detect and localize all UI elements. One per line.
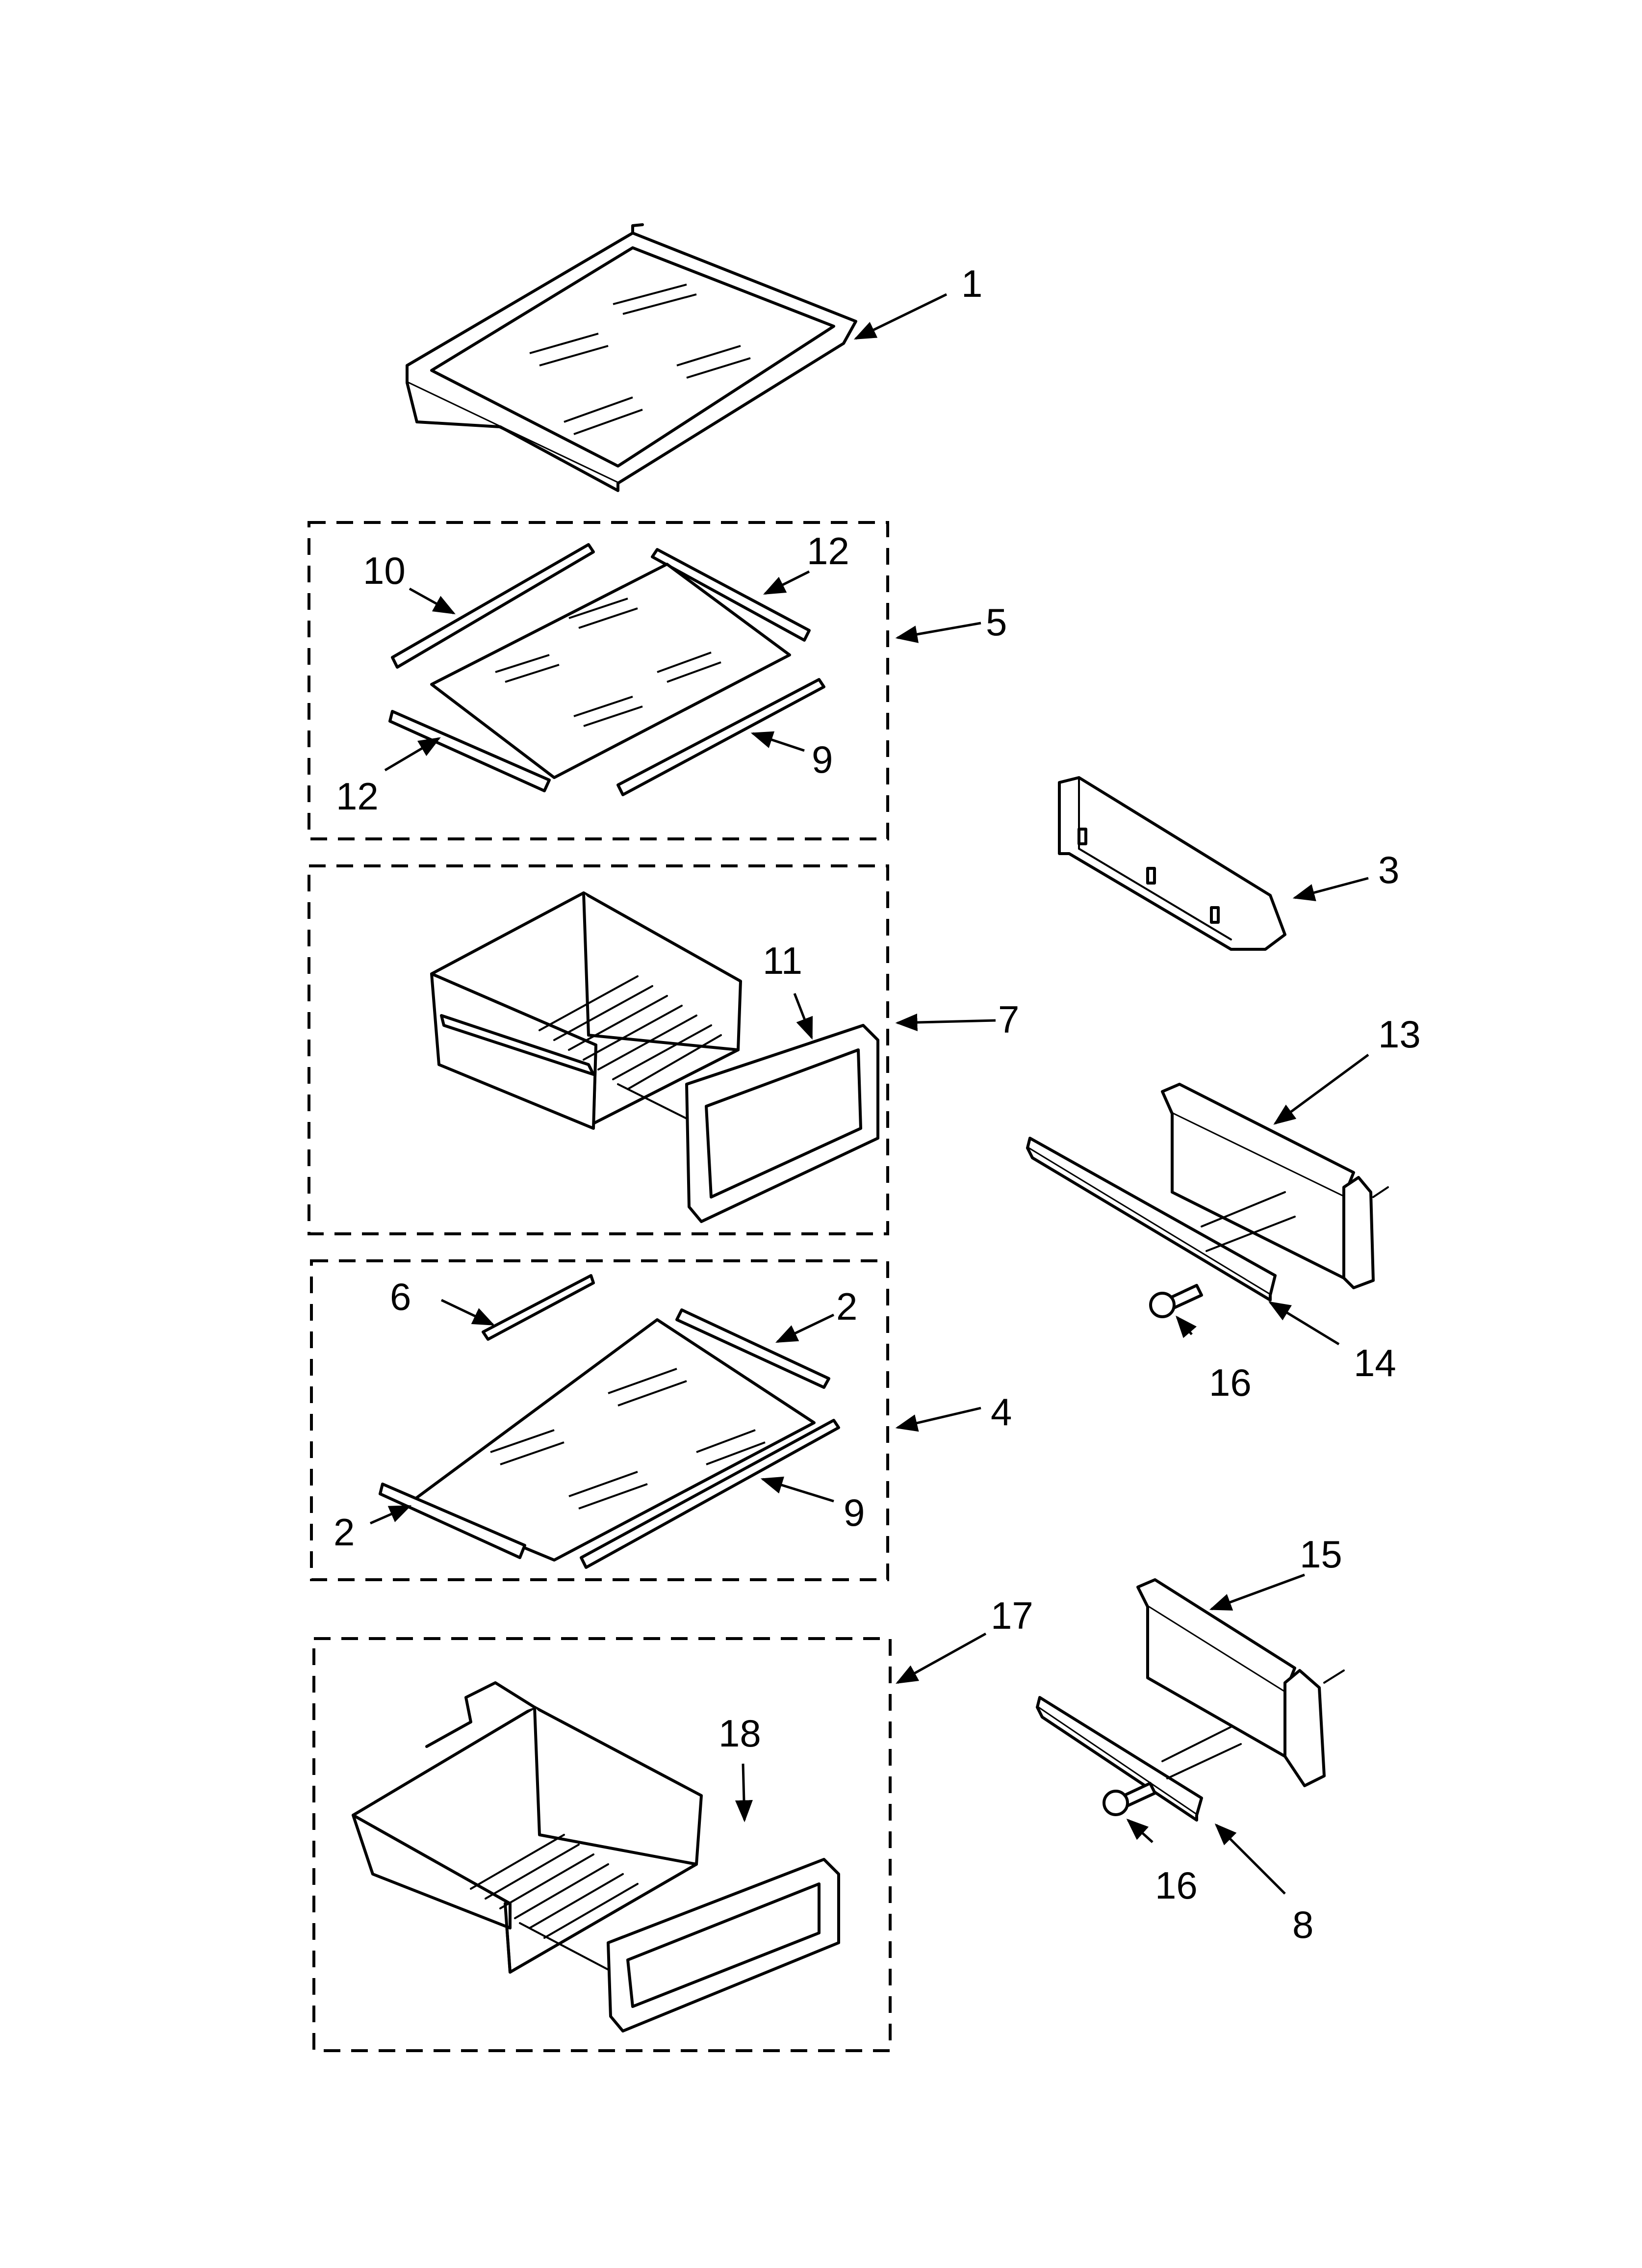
callout-16-lower: 16	[1155, 1864, 1198, 1907]
part-15-8-slide	[1036, 1578, 1345, 1822]
callout-3: 3	[1378, 848, 1399, 891]
callout-labels: 1 10 12 5 9 12 3 11 7 13 6 2 14 16 4 9 2…	[334, 262, 1421, 1946]
callout-16-upper: 16	[1209, 1361, 1252, 1404]
part-group-4-shelf	[379, 1274, 840, 1569]
part-group-17-crisper	[352, 1681, 840, 2033]
callout-17: 17	[991, 1594, 1033, 1637]
callout-13: 13	[1378, 1013, 1421, 1056]
part-16-screw-lower	[1103, 1782, 1156, 1816]
callout-2-top: 2	[836, 1285, 857, 1328]
part-3-cover	[1058, 776, 1286, 951]
callout-2-bottom: 2	[334, 1511, 355, 1554]
callout-8: 8	[1292, 1903, 1313, 1946]
part-group-7-crisper	[430, 891, 879, 1223]
callout-10: 10	[363, 549, 406, 592]
callout-1: 1	[961, 262, 982, 305]
part-1-shelf	[406, 223, 857, 492]
leader-lines	[369, 293, 1369, 1895]
callout-12-top: 12	[807, 529, 849, 573]
group-5-box	[308, 521, 889, 840]
group-4-box	[310, 1259, 889, 1581]
part-13-14-slide	[1026, 1083, 1389, 1302]
callout-9-bottom: 9	[844, 1491, 865, 1534]
part-group-5-shelf	[388, 543, 825, 796]
part-16-screw-upper	[1149, 1284, 1203, 1318]
callout-15: 15	[1300, 1533, 1342, 1576]
group-17-box	[312, 1637, 892, 2052]
callout-4: 4	[991, 1390, 1012, 1434]
callout-5: 5	[986, 600, 1007, 644]
group-7-box	[308, 864, 889, 1235]
callout-12-bottom: 12	[336, 775, 379, 818]
callout-14: 14	[1354, 1341, 1396, 1384]
callout-7: 7	[998, 998, 1019, 1041]
callout-11: 11	[763, 939, 802, 982]
callout-6: 6	[390, 1275, 411, 1318]
callout-18: 18	[718, 1712, 761, 1755]
callout-9-top: 9	[812, 738, 833, 781]
